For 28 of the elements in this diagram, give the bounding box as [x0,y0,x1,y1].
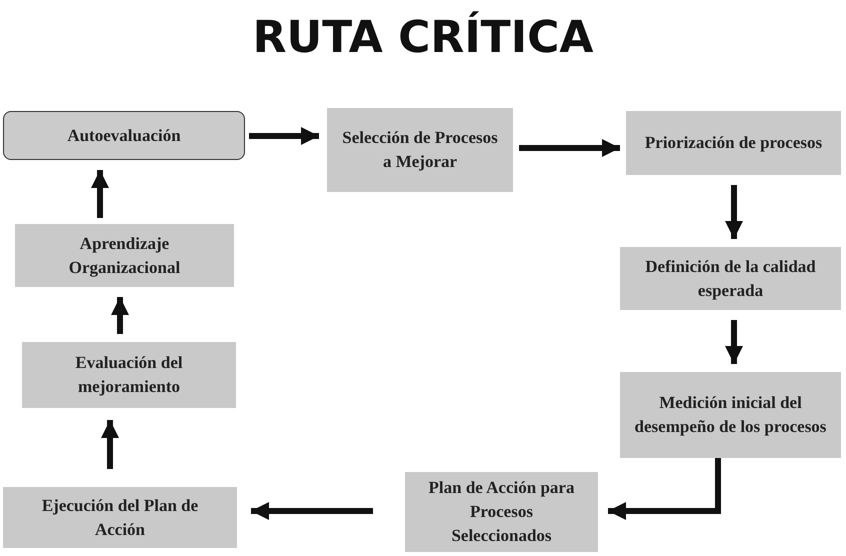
process-box [3,487,237,548]
node-label: Priorización de procesos [644,132,824,154]
process-box [620,247,841,310]
process-box [327,108,513,192]
start-box [3,111,245,160]
node-label: Autoevaluación [66,124,182,147]
arrow [91,170,109,218]
arrow [725,320,743,364]
node-label: Evaluación del mejoramiento [74,352,184,398]
node-label: Aprendizaje Organizacional [68,232,182,279]
arrow [608,458,721,520]
process-box [620,372,841,458]
arrow [519,139,620,157]
node-label: Plan de Acción para Procesos Seleccionados [428,477,576,547]
node-label: Definición de la calidad esperada [644,256,817,302]
node-label: Selección de Procesos a Mejorar [341,127,499,173]
node-label: Ejecución del Plan de Acción [40,494,200,540]
process-box [405,472,598,552]
arrow [111,297,129,334]
process-box [626,111,841,175]
node-label: Medición inicial del desempeño de los procesos [634,392,828,438]
title: RUTA CRÍTICA [252,12,594,63]
process-box [22,342,236,408]
arrow [251,502,373,520]
arrow [101,420,119,469]
arrow [725,185,743,239]
process-box [15,224,234,287]
arrow [249,127,319,145]
